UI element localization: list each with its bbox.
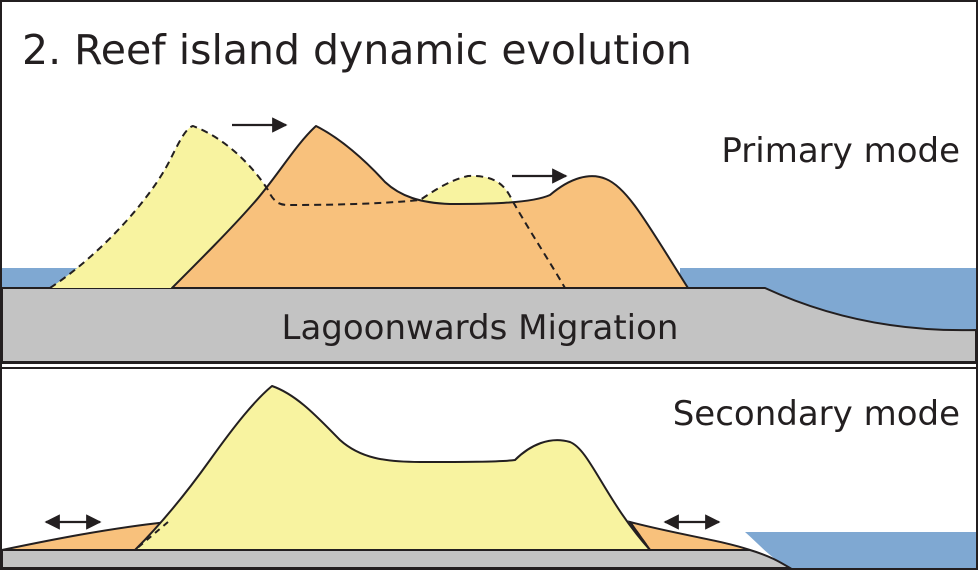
reef-platform bbox=[1, 287, 977, 363]
island-current-position bbox=[171, 125, 689, 289]
reef-platform bbox=[1, 549, 794, 569]
platform-label: Lagoonwards Migration bbox=[282, 308, 679, 348]
island-body bbox=[134, 385, 651, 551]
water-right bbox=[680, 268, 976, 331]
fringe-boundary-right bbox=[629, 521, 651, 551]
panel-secondary-mode: Secondary mode bbox=[1, 385, 976, 569]
fringe-boundary-left bbox=[134, 521, 169, 551]
figure-title: 2. Reef island dynamic evolution bbox=[22, 26, 692, 74]
island-fringe-right bbox=[627, 520, 751, 551]
mode-label-secondary: Secondary mode bbox=[673, 394, 960, 434]
mode-label-primary: Primary mode bbox=[721, 131, 960, 171]
panel-primary-mode: Primary mode Lagoonwards Migration bbox=[1, 117, 977, 363]
panel-gap bbox=[2, 364, 976, 367]
water-right bbox=[745, 532, 976, 568]
